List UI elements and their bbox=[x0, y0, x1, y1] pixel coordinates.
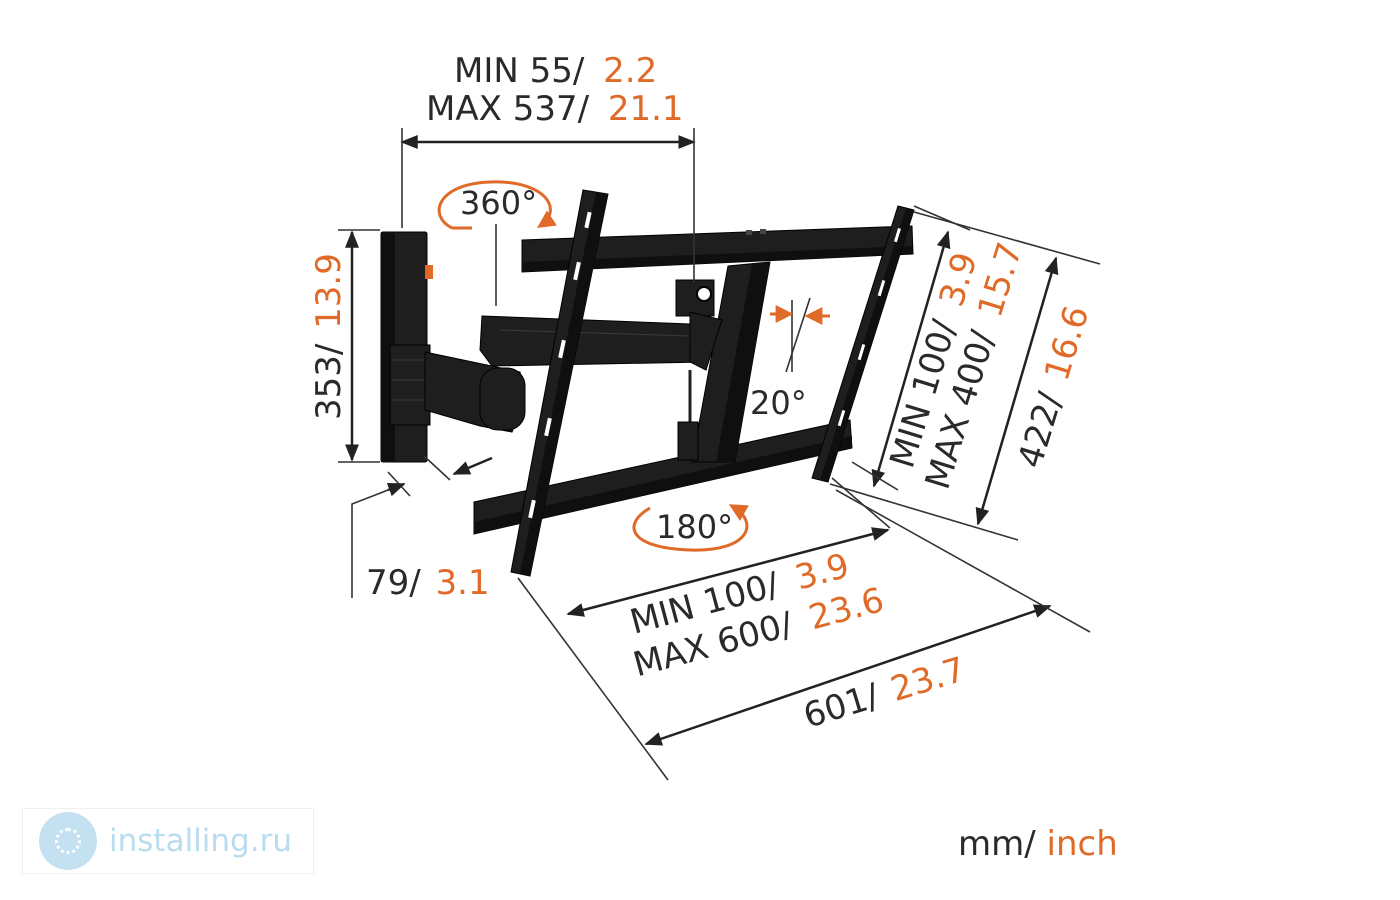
first-arm bbox=[424, 351, 526, 433]
dimension-lines bbox=[338, 128, 1101, 781]
tv-mount-illustration bbox=[380, 189, 915, 577]
bracket-width-mm: 601/ bbox=[799, 676, 884, 737]
wall-plate-height-mm: 353/ bbox=[309, 343, 349, 420]
watermark-text: installing.ru bbox=[109, 823, 292, 859]
units-inch-label: inch bbox=[1046, 824, 1118, 864]
tilt-20-indicator: 20° bbox=[750, 297, 830, 422]
vesa-horizontal-label: MIN 100/ 3.9 MAX 600/ 23.6 bbox=[626, 546, 888, 685]
watermark-logo-icon bbox=[39, 812, 97, 870]
units-legend: mm/ inch bbox=[958, 824, 1118, 864]
wall-plate-height-label: 353/ 13.9 bbox=[309, 253, 349, 420]
svg-text:422/ 16.6: 422/ 16.6 bbox=[1010, 301, 1097, 472]
arm-extension-max-inch: 21.1 bbox=[608, 89, 684, 129]
rotate-angle-label: 180° bbox=[656, 508, 733, 546]
site-watermark: installing.ru bbox=[22, 808, 314, 874]
arm-extension-min-mm: MIN 55/ bbox=[454, 51, 585, 91]
vesa-vertical-label: MIN 100/ 3.9 MAX 400/ 15.7 bbox=[882, 238, 1030, 494]
left-vertical-bracket bbox=[510, 189, 609, 577]
swivel-angle-label: 360° bbox=[460, 184, 537, 222]
tilt-mechanism bbox=[675, 261, 771, 463]
wall-plate-depth-mm: 79/ bbox=[366, 563, 421, 603]
svg-text:MIN 55/ 2.2: MIN 55/ 2.2 bbox=[454, 51, 657, 91]
bracket-height-mm: 422/ bbox=[1010, 387, 1071, 472]
arm-extension-label: MIN 55/ 2.2 MAX 537/ 21.1 bbox=[426, 51, 684, 129]
wall-plate-height-inch: 13.9 bbox=[309, 253, 349, 329]
arm-extension-min-inch: 2.2 bbox=[603, 51, 657, 91]
swivel-360-indicator: 360° bbox=[437, 180, 557, 306]
second-arm bbox=[479, 315, 706, 367]
svg-text:79/ 3.1: 79/ 3.1 bbox=[366, 563, 490, 603]
bracket-height-inch: 16.6 bbox=[1037, 301, 1097, 385]
arm-extension-max-mm: MAX 537/ bbox=[426, 89, 590, 129]
tilt-angle-label: 20° bbox=[750, 384, 807, 422]
vesa-vertical-max-inch: 15.7 bbox=[970, 238, 1030, 322]
wall-plate-depth-inch: 3.1 bbox=[436, 563, 490, 603]
svg-text:MAX 537/ 21.1: MAX 537/ 21.1 bbox=[426, 89, 684, 129]
units-mm-label: mm/ bbox=[958, 824, 1036, 864]
wall-plate bbox=[380, 231, 433, 463]
rotate-180-indicator: 180° bbox=[632, 504, 749, 552]
svg-text:353/ 13.9: 353/ 13.9 bbox=[309, 253, 349, 420]
bracket-height-label: 422/ 16.6 bbox=[1010, 301, 1097, 472]
wall-plate-depth-label: 79/ 3.1 bbox=[366, 563, 490, 603]
